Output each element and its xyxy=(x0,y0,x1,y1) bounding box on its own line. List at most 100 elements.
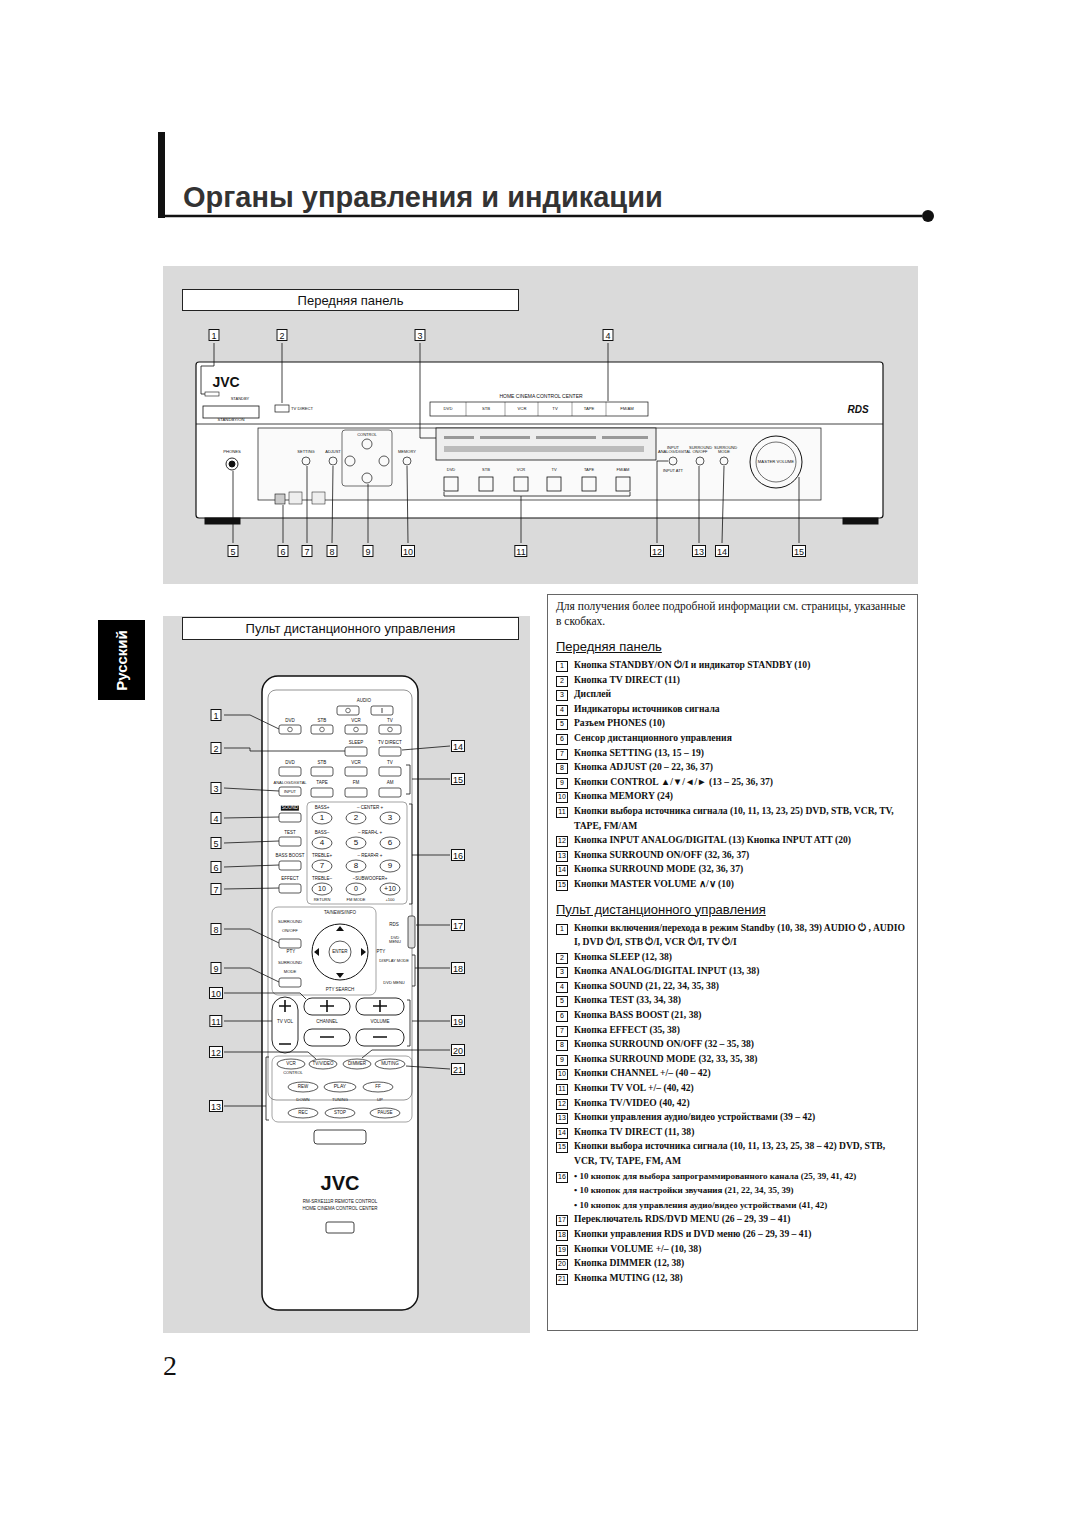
item-number: 12 xyxy=(556,1099,568,1110)
front-panel xyxy=(582,477,596,491)
callout-number: 15 xyxy=(792,545,806,557)
list-item: 4Кнопка SOUND (21, 22, 34, 35, 38) xyxy=(556,979,909,994)
callout-number: 9 xyxy=(211,962,222,974)
front-panel xyxy=(196,424,883,425)
item-text: Кнопка EFFECT (35, 38) xyxy=(574,1023,680,1038)
panel-label: DVD xyxy=(444,407,453,411)
remote-label: 8 xyxy=(354,862,358,870)
item-number: 8 xyxy=(556,1040,568,1051)
item-text: Кнопка SURROUND ON/OFF (32, 36, 37) xyxy=(574,848,749,863)
item-number: 7 xyxy=(556,749,568,760)
front-panel xyxy=(362,439,372,449)
remote-control xyxy=(272,907,376,995)
front-panel xyxy=(466,402,467,416)
item-text: Кнопка STANDBY/ON ⏻/I и индикатор STANDB… xyxy=(574,658,810,673)
leader-line xyxy=(362,1050,450,1058)
title-rule xyxy=(158,132,934,222)
front-panel xyxy=(205,518,240,524)
item-text: Сенсор дистанционного управления xyxy=(574,731,732,746)
item-number: 10 xyxy=(556,1069,568,1080)
list-item: 12Кнопка INPUT ANALOG/DIGITAL (13) Кнопк… xyxy=(556,833,909,848)
page-title: Органы управления и индикации xyxy=(183,181,663,214)
panel-label: INPUT ANALOG/DIGITAL xyxy=(658,446,688,454)
leader-line xyxy=(224,748,345,751)
item-text: Кнопки TV VOL +/– (40, 42) xyxy=(574,1081,694,1096)
list-heading: Пульт дистанционного управления xyxy=(556,902,909,917)
remote-label: PAUSE xyxy=(378,1111,393,1116)
callout-number: 3 xyxy=(415,329,426,341)
bullet-text: • 10 кнопок для выбора запрограммированн… xyxy=(574,1169,856,1184)
remote-control xyxy=(326,1222,354,1233)
front-panel xyxy=(536,436,596,439)
leader-line xyxy=(420,343,436,438)
callout-number: 6 xyxy=(211,861,222,873)
panel-label: TV xyxy=(552,407,557,411)
remote-label: 6 xyxy=(388,839,392,847)
remote-control xyxy=(375,1059,405,1069)
list-item: 15Кнопки выбора источника сигнала (10, 1… xyxy=(556,1139,909,1168)
remote-control xyxy=(277,1059,305,1069)
item-text: Индикаторы источников сигнала xyxy=(574,702,720,717)
callout-number: 1 xyxy=(211,709,222,721)
remote-label: 9 xyxy=(388,862,392,870)
title-rule xyxy=(158,132,165,218)
front-panel xyxy=(696,457,704,465)
remote-label: 1 xyxy=(320,814,324,822)
list-heading: Передняя панель xyxy=(556,639,909,654)
remote-control xyxy=(314,926,366,978)
gray-panel xyxy=(163,616,530,1333)
leader-line xyxy=(657,461,668,543)
remote-control xyxy=(307,802,407,904)
remote-label: TREBLE– xyxy=(312,877,332,882)
list-item: 7Кнопка SETTING (13, 15 – 19) xyxy=(556,746,909,761)
panel-label: STB xyxy=(482,468,490,472)
front-panel xyxy=(480,436,530,439)
item-number: 7 xyxy=(556,1026,568,1037)
panel-label: PHONES xyxy=(223,450,241,454)
language-tab: Русский xyxy=(98,620,145,700)
remote-label: 5 xyxy=(354,839,358,847)
callout-number: 11 xyxy=(209,1015,222,1027)
remote-label: MODE xyxy=(284,970,297,974)
remote-label: UP xyxy=(377,1098,383,1102)
remote-control xyxy=(312,883,332,895)
remote-label: INPUT xyxy=(284,789,296,793)
leader-line xyxy=(224,788,279,791)
callout-number: 15 xyxy=(451,773,465,785)
remote-control xyxy=(279,861,301,870)
leader-line xyxy=(406,1066,450,1069)
front-panel xyxy=(258,428,821,500)
remote-label: FM xyxy=(353,781,360,786)
item-number: 4 xyxy=(556,982,568,993)
list-item: 11Кнопки TV VOL +/– (40, 42) xyxy=(556,1081,909,1096)
front-panel xyxy=(669,457,677,465)
remote-control xyxy=(325,1108,355,1118)
remote-label: – REAR•R + xyxy=(358,854,383,859)
remote-label: TV xyxy=(387,719,393,724)
panel-label: SETTING xyxy=(297,450,314,454)
remote-label: 2 xyxy=(354,814,358,822)
remote-control xyxy=(268,690,412,1100)
description-panel: Для получения более подробной информации… xyxy=(547,594,918,1331)
leader-line xyxy=(332,466,333,543)
leader-line xyxy=(224,968,279,982)
bullet-group: • 10 кнопок для выбора запрограммированн… xyxy=(574,1169,856,1213)
list-item: 16• 10 кнопок для выбора запрограммирова… xyxy=(556,1169,909,1213)
item-number: 2 xyxy=(556,953,568,964)
gray-panel xyxy=(163,266,918,584)
remote-control xyxy=(345,725,367,734)
item-number: 10 xyxy=(556,792,568,803)
remote-control xyxy=(363,1082,393,1092)
remote-label: STOP xyxy=(334,1111,346,1116)
list-item: 8Кнопка SURROUND ON/OFF (32 – 35, 38) xyxy=(556,1037,909,1052)
remote-control xyxy=(288,1108,318,1118)
node-text: Для получения более подробной информации… xyxy=(556,599,909,629)
remote-label: PLAY xyxy=(334,1084,346,1089)
remote-label: 7 xyxy=(320,862,324,870)
leader-line xyxy=(224,1106,266,1107)
item-number: 20 xyxy=(556,1259,568,1270)
remote-control xyxy=(370,1108,400,1118)
list-item: 13Кнопка SURROUND ON/OFF (32, 36, 37) xyxy=(556,848,909,863)
remote-label: CONTROL xyxy=(283,1071,303,1075)
callout-number: 13 xyxy=(209,1100,223,1112)
